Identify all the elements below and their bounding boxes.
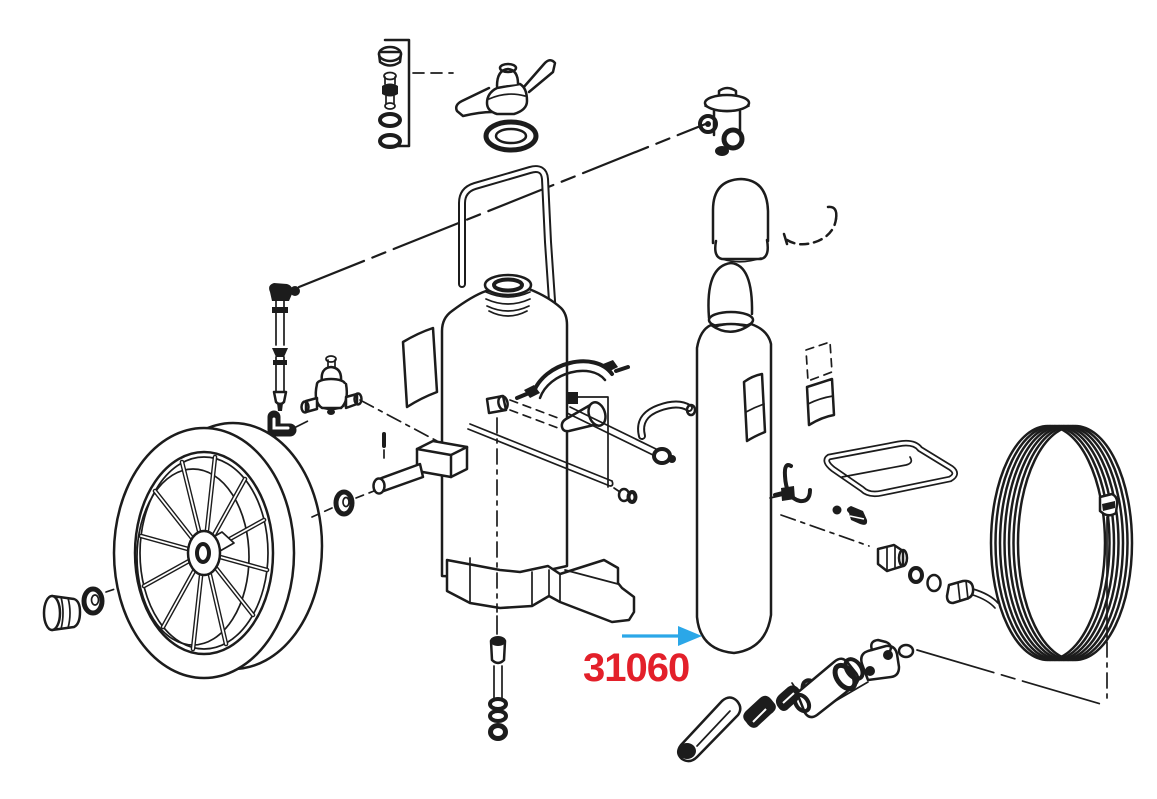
part-number-label[interactable]: 31060 bbox=[583, 646, 690, 690]
strap-clamp bbox=[773, 463, 812, 504]
hose-coupling-chain bbox=[780, 514, 999, 609]
kit-valve-core bbox=[382, 71, 398, 110]
rod-end-cap bbox=[617, 487, 638, 504]
fill-cap bbox=[454, 59, 557, 118]
gauge-tube-assembly bbox=[269, 283, 300, 411]
axle-washer bbox=[333, 489, 355, 517]
hub-washer bbox=[81, 586, 105, 616]
dip-tube bbox=[488, 417, 508, 741]
wand-rod bbox=[566, 406, 676, 465]
tank-decal bbox=[401, 326, 439, 409]
axle-rod bbox=[467, 423, 638, 504]
trigger-lever bbox=[860, 638, 901, 682]
wheel bbox=[112, 421, 324, 680]
kit-o-rings bbox=[378, 112, 402, 149]
valve-repair-kit-bracket bbox=[377, 38, 411, 149]
coiled-hose bbox=[897, 424, 1134, 706]
frame-bracket bbox=[569, 396, 609, 488]
hose-clamp bbox=[515, 359, 630, 400]
valve-protection-cap bbox=[711, 177, 770, 263]
nozzle-fitting bbox=[775, 685, 801, 711]
tank-port bbox=[566, 392, 578, 404]
leader-lines bbox=[105, 72, 710, 593]
small-o-ring bbox=[897, 643, 915, 659]
part-callout[interactable]: 31060 bbox=[583, 626, 702, 690]
hose-washer bbox=[926, 573, 942, 593]
tank-stub bbox=[485, 394, 509, 415]
tank bbox=[401, 273, 609, 579]
axle bbox=[372, 462, 425, 495]
axle-bracket bbox=[415, 439, 469, 479]
hex-coupling bbox=[876, 543, 909, 573]
tank-handle bbox=[458, 165, 564, 422]
hose-end-fitting bbox=[945, 579, 999, 609]
spray-nozzle bbox=[677, 696, 742, 763]
hanger-bracket bbox=[769, 439, 958, 525]
callout-arrow-head bbox=[678, 626, 702, 646]
ball-detent bbox=[832, 505, 842, 515]
elbow-fitting bbox=[267, 410, 297, 437]
nozzle-coupling bbox=[743, 695, 776, 728]
co2-cylinder bbox=[695, 261, 773, 655]
fill-cap-gasket bbox=[483, 119, 539, 153]
hook-elbow bbox=[637, 400, 697, 440]
decal-labels bbox=[805, 341, 836, 427]
hose-reel-fitting bbox=[1098, 492, 1119, 639]
hub-cap bbox=[42, 594, 82, 632]
o-ring bbox=[908, 566, 924, 584]
kit-cap bbox=[377, 45, 403, 67]
spray-gun-assembly bbox=[677, 638, 901, 763]
wing-bolt bbox=[846, 506, 868, 525]
pressure-regulator bbox=[300, 355, 363, 415]
cylinder-decal bbox=[742, 372, 767, 443]
hose-hook-clip bbox=[782, 205, 838, 246]
cylinder-valve bbox=[698, 86, 751, 156]
trigger-valve-body bbox=[791, 657, 869, 719]
tank-neck bbox=[483, 273, 533, 317]
tank-base bbox=[445, 557, 636, 624]
